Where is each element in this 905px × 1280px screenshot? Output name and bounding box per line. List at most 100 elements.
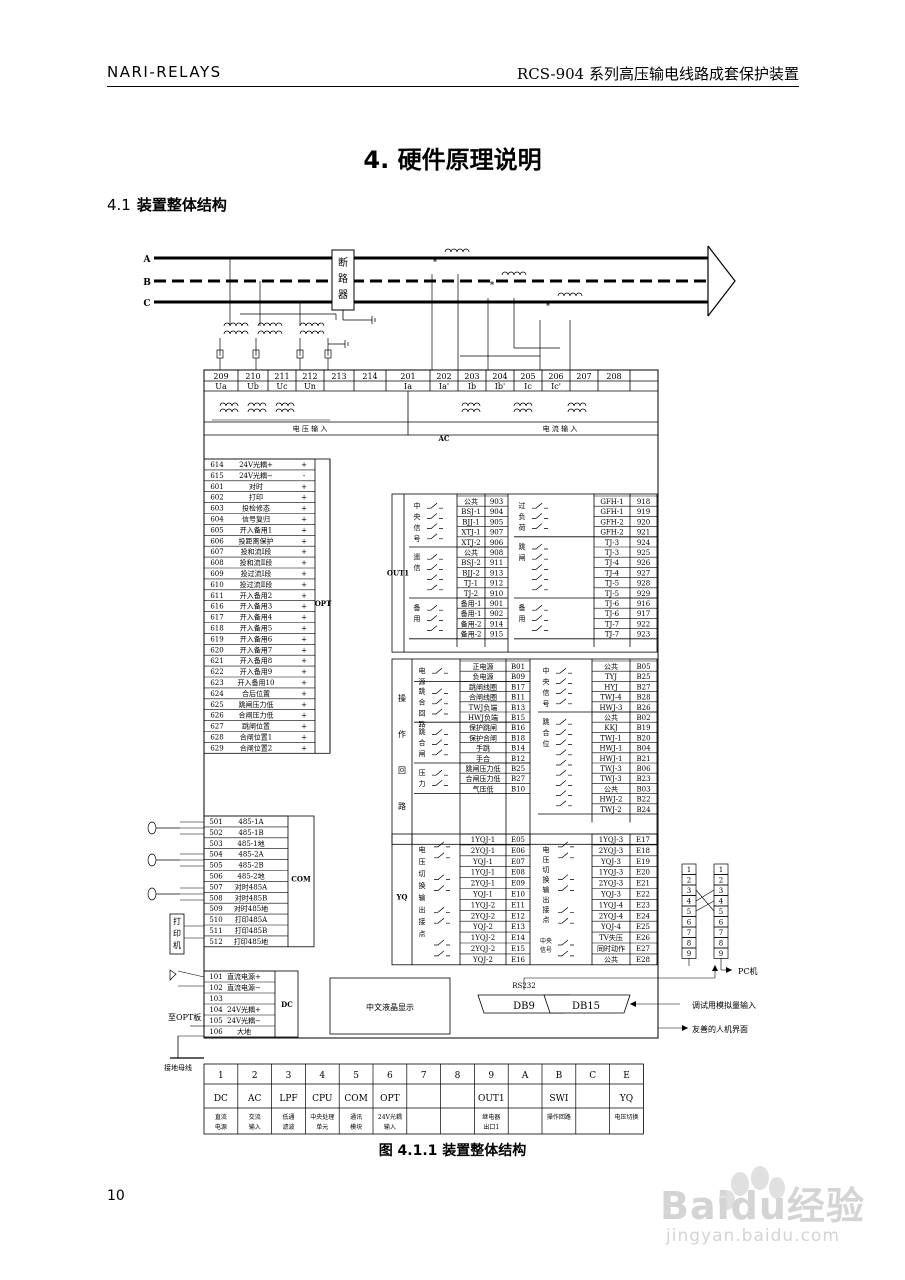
terminal-label: Ia' <box>439 382 449 391</box>
yq-left-contact-name: 2YQJ-1 <box>471 880 495 888</box>
com-terminal-name: 对时485地 <box>234 904 268 913</box>
yq-left-contact-name: YQJ-1 <box>472 891 493 899</box>
voltage-input-label: 电 压 输 入 <box>293 424 328 433</box>
opt-terminal-name: 合闸压力低 <box>239 711 274 720</box>
out1-left-contact-icon <box>427 564 443 570</box>
connector-pin-number: 6 <box>687 919 692 927</box>
com-terminal-name: 对时485B <box>235 893 268 902</box>
swi-right-contact-icon <box>556 749 572 756</box>
out1-right-contact-name: TJ-7 <box>605 631 619 639</box>
slot-description: 通讯 <box>350 1113 362 1121</box>
out1-right-contact-name: GFH-2 <box>600 529 623 537</box>
com-terminal-name: 485-1地 <box>237 839 264 848</box>
swi-right-terminal-number: B20 <box>636 734 650 742</box>
breaker-label: 路 <box>338 272 348 285</box>
opt-terminal-number: 623 <box>210 679 223 687</box>
yq-right-contact-name: 2YQJ-4 <box>599 912 624 920</box>
swi-right-contact-icon <box>556 698 572 705</box>
current-transformer-icon <box>444 248 470 253</box>
out1-left-contact-name: BJJ-2 <box>462 569 480 577</box>
opt-terminal-number: 605 <box>210 526 223 534</box>
terminal-number: 202 <box>436 372 451 381</box>
header-right: RCS-904 系列高压输电线路成套保护装置 <box>516 65 799 83</box>
ground-bus-label: 接地母线 <box>164 1063 192 1072</box>
swi-right-contact-icon <box>556 759 572 766</box>
out1-left-contact-name: XTJ-2 <box>461 539 480 547</box>
swi-left-terminal-number: B17 <box>511 683 525 691</box>
debug-input-label: 调试用模拟量输入 <box>692 1000 756 1010</box>
opt-terminal-number: 629 <box>210 744 223 752</box>
input-transformer-icon <box>567 408 587 413</box>
db15-label: DB15 <box>572 1001 600 1012</box>
opt-terminal-polarity: + <box>301 505 307 513</box>
opt-terminal-number: 614 <box>210 461 224 469</box>
breaker-label: 器 <box>338 289 348 301</box>
opt-terminal-polarity: + <box>301 744 307 752</box>
opt-terminal-number: 601 <box>210 483 223 491</box>
com-terminal-number: 507 <box>209 883 222 891</box>
terminal-number: 207 <box>576 372 591 381</box>
pc-label: PC机 <box>738 966 758 976</box>
out1-left-contact-icon <box>427 533 443 540</box>
com-terminal-name: 485-2B <box>238 862 263 870</box>
yq-right-group-name: 出 <box>543 895 550 904</box>
swi-left-group-name: 回 <box>419 709 426 717</box>
opt-terminal-name: 投过流Ⅱ段 <box>240 580 273 589</box>
terminal-number: 213 <box>331 372 346 381</box>
voltage-transformer-icon <box>299 322 325 327</box>
com-terminal-name: 485-1A <box>238 818 264 826</box>
out1-left-group-name: 遥 <box>414 552 421 561</box>
yq-left-terminal-number: E09 <box>511 880 525 888</box>
yq-right-contact-name: 公共 <box>604 955 618 964</box>
out1-label: OUT1 <box>387 569 409 578</box>
swi-left-terminal-number: B27 <box>511 775 525 783</box>
swi-left-contact-icon <box>432 708 448 715</box>
yq-left-group-name: 换 <box>419 881 426 890</box>
opt-terminal-name: 投距离保护 <box>239 536 274 545</box>
dc-terminal-number: 105 <box>209 1017 222 1025</box>
opt-terminal-name: 开入备用2 <box>240 591 272 600</box>
opt-terminal-number: 618 <box>210 625 223 633</box>
dc-terminal-name: 大地 <box>237 1027 251 1036</box>
swi-right-terminal-number: B23 <box>636 775 650 783</box>
arrow-icon <box>630 1001 636 1007</box>
out1-right-group-name: 荷 <box>519 523 526 532</box>
slot-description: 电压切换 <box>614 1113 638 1121</box>
opt-terminal-number: 603 <box>210 505 223 513</box>
out1-right-contact-icon <box>532 574 548 580</box>
yq-left-contact-name: 1YQJ-1 <box>471 836 495 844</box>
out1-left-contact-icon <box>427 625 443 631</box>
swi-right-contact-icon <box>556 790 572 796</box>
yq-left-terminal-number: E13 <box>511 923 525 931</box>
swi-relay-block <box>391 658 658 845</box>
swi-left-group-name: 压 <box>419 769 426 777</box>
out1-right-terminal-number: 925 <box>637 549 650 557</box>
slot-number: 7 <box>421 1071 427 1081</box>
connector-pin-number: 5 <box>719 908 723 916</box>
com-terminal-name: 对时485A <box>235 882 268 891</box>
swi-right-contact-name: 公共 <box>604 713 618 722</box>
com-terminal-name: 打印485B <box>235 926 268 935</box>
opt-terminal-number: 619 <box>210 635 223 643</box>
input-transformer-icon <box>247 408 267 413</box>
terminal-number: 212 <box>302 372 317 381</box>
input-transformer-icon <box>275 402 295 407</box>
out1-right-contact-name: TJ-6 <box>605 600 620 608</box>
yq-right-group-name: 信号 <box>540 946 552 954</box>
out1-right-terminal-number: 927 <box>637 569 650 577</box>
swi-left-terminal-number: B12 <box>511 755 525 763</box>
opt-terminal-polarity: + <box>301 516 307 524</box>
opt-terminal-number: 615 <box>210 472 223 480</box>
swi-right-contact-name: TWJ-2 <box>600 806 622 814</box>
out1-left-group-name: 信 <box>414 563 421 572</box>
out1-right-terminal-number: 916 <box>637 600 651 608</box>
slot-number: B <box>556 1071 563 1081</box>
yq-right-terminal-number: E28 <box>636 956 650 964</box>
out1-left-terminal-number: 908 <box>490 549 503 557</box>
yq-left-terminal-number: E06 <box>511 847 526 855</box>
out1-right-terminal-number: 917 <box>637 610 650 618</box>
connector-pin-number: 1 <box>719 866 723 874</box>
out1-left-contact-name: 公共 <box>464 497 478 506</box>
yq-left-group-name: 输 <box>419 893 426 902</box>
out1-left-group-name: 中 <box>414 501 421 510</box>
